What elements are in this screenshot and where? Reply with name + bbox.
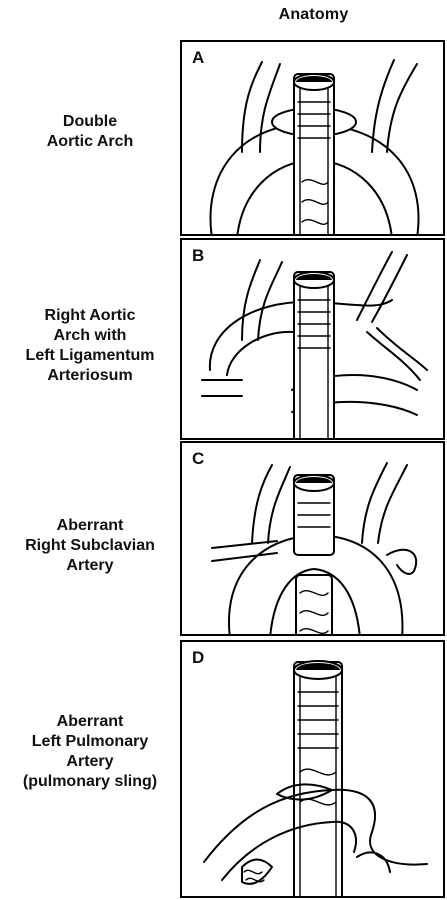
right-aortic-arch-illustration xyxy=(182,240,445,440)
aberrant-right-subclavian-illustration xyxy=(182,443,445,636)
row-d-line-4: (pulmonary sling) xyxy=(0,772,180,792)
row-d-line-1: Aberrant xyxy=(0,712,180,732)
row-b-line-1: Right Aortic xyxy=(0,306,180,326)
row-label-b: Right Aortic Arch with Left Ligamentum A… xyxy=(0,306,180,386)
row-b-line-2: Arch with xyxy=(0,326,180,346)
row-c-line-3: Artery xyxy=(0,556,180,576)
row-d-line-3: Artery xyxy=(0,752,180,772)
row-b-line-3: Left Ligamentum xyxy=(0,346,180,366)
row-a-line-2: Aortic Arch xyxy=(0,132,180,152)
double-aortic-arch-illustration xyxy=(182,42,445,236)
column-header: Anatomy xyxy=(180,6,447,24)
row-c-line-1: Aberrant xyxy=(0,516,180,536)
panel-c-aberrant-right-subclavian: C xyxy=(180,441,445,636)
row-a-line-1: Double xyxy=(0,112,180,132)
row-c-line-2: Right Subclavian xyxy=(0,536,180,556)
row-b-line-4: Arteriosum xyxy=(0,366,180,386)
row-label-c: Aberrant Right Subclavian Artery xyxy=(0,516,180,576)
row-label-d: Aberrant Left Pulmonary Artery (pulmonar… xyxy=(0,712,180,792)
panel-b-right-aortic-arch: B xyxy=(180,238,445,440)
pulmonary-sling-illustration xyxy=(182,642,445,898)
panel-a-double-aortic-arch: A xyxy=(180,40,445,236)
panel-d-pulmonary-sling: D xyxy=(180,640,445,898)
row-d-line-2: Left Pulmonary xyxy=(0,732,180,752)
row-label-a: Double Aortic Arch xyxy=(0,112,180,152)
